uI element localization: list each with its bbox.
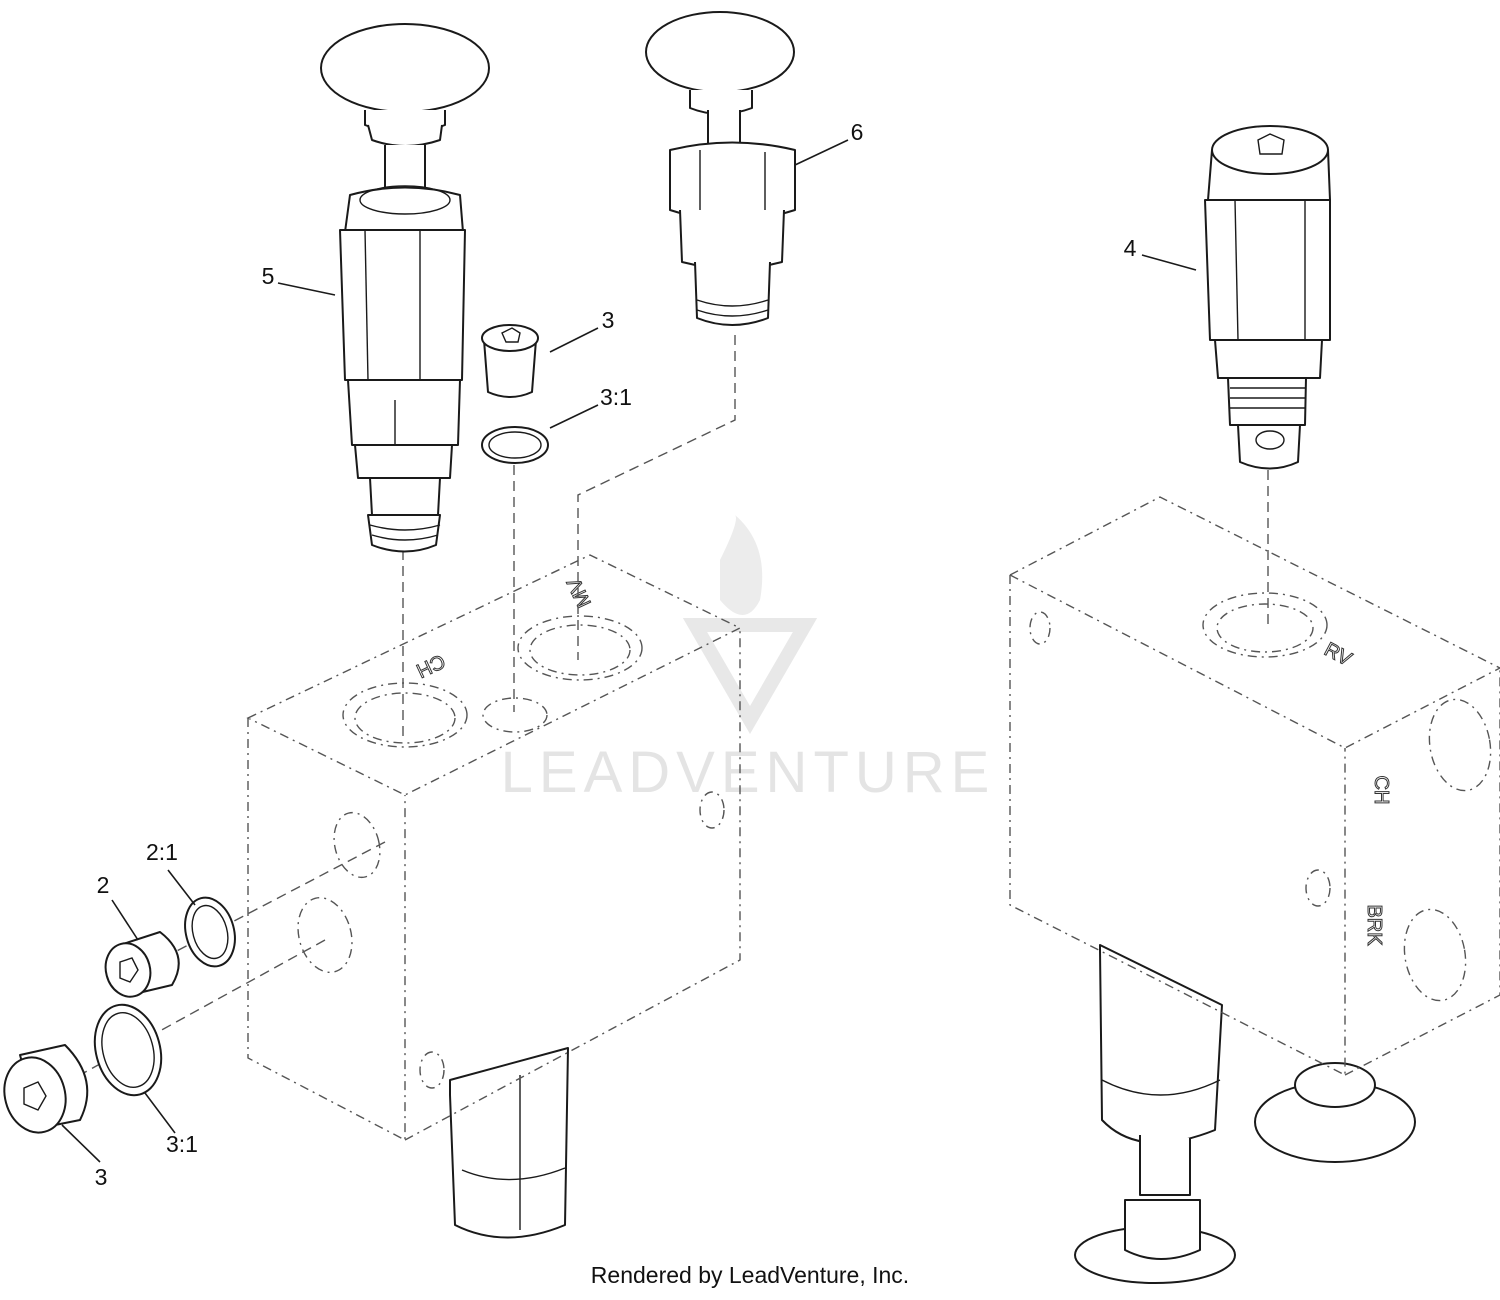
part-4-valve	[1204, 125, 1331, 470]
callout-6: 6	[851, 119, 864, 145]
part-3-top-plug	[481, 324, 539, 398]
part-6-valve	[645, 11, 796, 326]
port-label-ch-side: CH	[1370, 776, 1392, 805]
part-5-valve	[320, 23, 490, 553]
left-manifold-block	[246, 554, 742, 1239]
part-3-bottom-plug	[3, 1044, 89, 1134]
callout-3-1-bottom: 3:1	[166, 1131, 198, 1157]
callout-4: 4	[1124, 235, 1137, 261]
port-label-rv: RV	[1321, 639, 1356, 672]
port-label-ch-top: CH	[413, 649, 448, 681]
part-3-1-bottom-ring	[93, 1003, 163, 1097]
part-3-1-top-ring	[481, 426, 549, 464]
right-manifold-block	[1008, 496, 1500, 1284]
part-2-1-ring	[184, 896, 236, 968]
port-label-brk: BRK	[1363, 904, 1385, 946]
callout-3-top: 3	[602, 307, 615, 333]
callout-3-1-top: 3:1	[600, 384, 632, 410]
callout-5: 5	[262, 263, 275, 289]
port-label-mv: MV	[563, 574, 596, 611]
part-2-plug	[104, 931, 180, 998]
callout-2: 2	[97, 872, 110, 898]
render-credit: Rendered by LeadVenture, Inc.	[590, 1262, 910, 1288]
assembly-lines	[79, 335, 1269, 1076]
leadventure-watermark: LEADVENTURE	[501, 515, 996, 805]
watermark-text: LEADVENTURE	[501, 740, 996, 805]
callout-3-bottom: 3	[95, 1164, 108, 1190]
callout-2-1: 2:1	[146, 839, 178, 865]
callout-leaders	[61, 139, 1197, 1163]
